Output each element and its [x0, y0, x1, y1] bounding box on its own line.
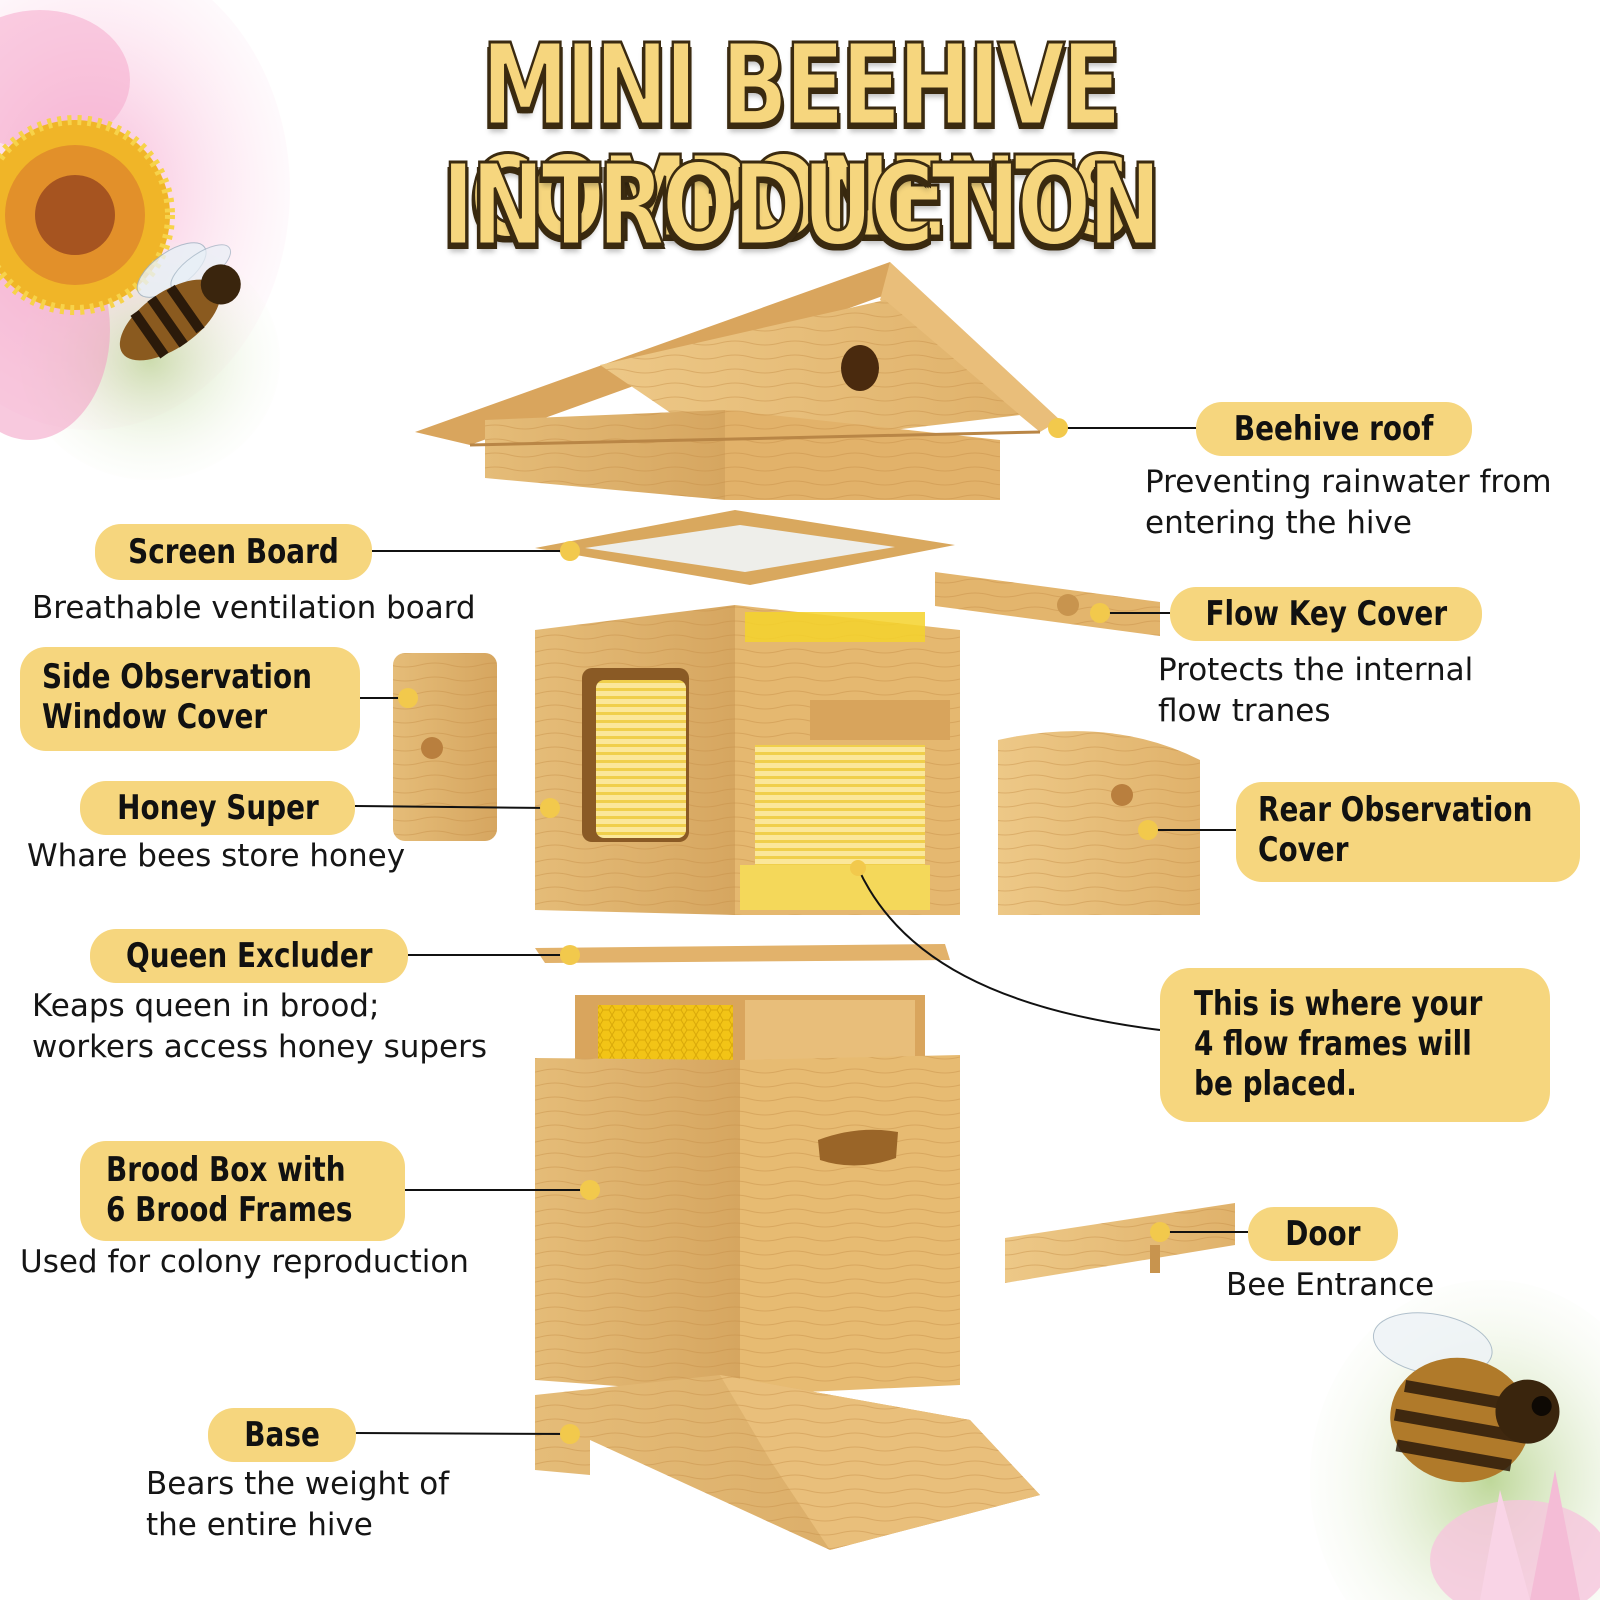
marker-queen-excluder [560, 945, 580, 965]
door-desc: Bee Entrance [1226, 1267, 1435, 1303]
queen-excluder-desc: Keaps queen in brood;workers access hone… [32, 988, 488, 1065]
marker-honey-super [540, 798, 560, 818]
page-title-line1: MINI BEEHIVE COMPONENTS [468, 21, 1134, 263]
base-label: Base [208, 1408, 356, 1462]
marker-base [560, 1424, 580, 1444]
honey-super-label: Honey Super [80, 781, 355, 835]
beehive-roof-label: Beehive roof [1196, 402, 1472, 456]
leader-lines [354, 427, 1248, 1435]
marker-flow-key-cover [1090, 603, 1110, 623]
marker-screen-board [560, 541, 580, 561]
base-part [535, 1375, 1040, 1550]
honey-super-part [535, 605, 960, 915]
screen-board-label: Screen Board [95, 524, 372, 580]
page-title-line2: INTRODUCTION [441, 141, 1163, 271]
brood-box-part [535, 995, 960, 1395]
rear-cover-part [998, 731, 1200, 915]
screen-board-desc: Breathable ventilation board [32, 590, 476, 626]
marker-brood-box [580, 1180, 600, 1200]
brood-box-desc: Used for colony reproduction [20, 1244, 469, 1280]
marker-roof [1048, 418, 1068, 438]
beehive-roof-part [415, 262, 1060, 500]
marker-door [1150, 1222, 1170, 1242]
bee-icon [1372, 1312, 1560, 1483]
queen-excluder-label: Queen Excluder [90, 929, 408, 983]
flow-key-cover-part [935, 572, 1160, 636]
screen-board-part [535, 510, 955, 585]
honey-super-desc: Whare bees store honey [27, 838, 406, 874]
side-window-cover-part [393, 653, 497, 841]
flow-key-cover-label: Flow Key Cover [1170, 587, 1482, 641]
marker-flow-frames [850, 860, 866, 876]
door-part [1005, 1203, 1235, 1283]
marker-dots [398, 418, 1170, 1444]
bee-icon [119, 242, 241, 361]
queen-excluder-part [535, 944, 950, 963]
marker-side-window [398, 688, 418, 708]
door-label: Door [1248, 1207, 1398, 1261]
marker-rear-cover [1138, 820, 1158, 840]
